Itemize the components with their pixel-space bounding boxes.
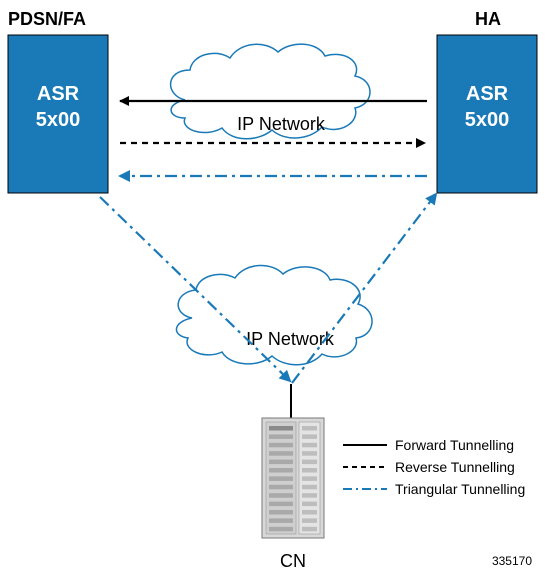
server-slot-left <box>269 434 293 439</box>
server-slot-right <box>302 434 317 439</box>
right-asr-line2: 5x00 <box>465 109 510 131</box>
server-slot-left <box>269 518 293 523</box>
legend-reverse-label: Reverse Tunnelling <box>395 459 515 475</box>
triangular-tunnel-arrow-to-ha <box>291 192 438 384</box>
right-asr-line1: ASR <box>466 83 509 105</box>
server-slot-right <box>302 468 317 473</box>
server-slot-right <box>302 476 317 481</box>
server-slot-right <box>302 426 317 431</box>
server-slot-right <box>302 526 317 532</box>
server-slot-left <box>269 510 293 515</box>
left-asr-box <box>7 34 109 194</box>
legend-forward-label: Forward Tunnelling <box>395 437 514 453</box>
server-slot-left <box>269 451 293 456</box>
top-cloud-label: IP Network <box>237 114 326 134</box>
triangular-tunnel-arrow-to-cn <box>99 196 292 383</box>
legend-triangular-label: Triangular Tunnelling <box>395 481 525 497</box>
server-slot-right <box>302 501 317 507</box>
server-slot-right <box>302 518 317 523</box>
server-slot-left <box>269 426 293 431</box>
figure-id: 335170 <box>492 554 532 568</box>
server-slot-left <box>269 442 293 448</box>
server-slot-right <box>302 442 317 448</box>
server-slot-right <box>302 459 317 465</box>
server-slot-right <box>302 451 317 456</box>
cn-label: CN <box>280 551 306 571</box>
server-slot-left <box>269 493 293 498</box>
pdsn-fa-node: PDSN/FA ASR 5x00 <box>7 9 109 194</box>
server-slot-left <box>269 459 293 465</box>
left-asr-line2: 5x00 <box>36 109 81 131</box>
server-slot-left <box>269 501 293 507</box>
left-asr-line1: ASR <box>37 83 80 105</box>
ha-node: HA ASR 5x00 <box>436 9 538 194</box>
server-slot-left <box>269 476 293 481</box>
server-slot-left <box>269 468 293 473</box>
top-cloud-shape <box>169 43 371 140</box>
server-slot-right <box>302 484 317 490</box>
cn-server: CN <box>261 417 325 571</box>
server-slot-right <box>302 510 317 515</box>
server-slot-right <box>302 493 317 498</box>
bottom-cloud-label: IP Network <box>246 329 335 349</box>
top-cloud: IP Network <box>169 43 371 140</box>
ha-label: HA <box>475 9 501 29</box>
server-slot-left <box>269 526 293 532</box>
server-drive-slots <box>269 426 317 532</box>
bottom-cloud: IP Network <box>175 264 373 366</box>
pdsn-fa-label: PDSN/FA <box>8 9 86 29</box>
bottom-cloud-shape <box>175 264 373 366</box>
legend: Forward Tunnelling Reverse Tunnelling Tr… <box>343 437 525 497</box>
right-asr-box <box>436 34 538 194</box>
server-slot-left <box>269 484 293 490</box>
